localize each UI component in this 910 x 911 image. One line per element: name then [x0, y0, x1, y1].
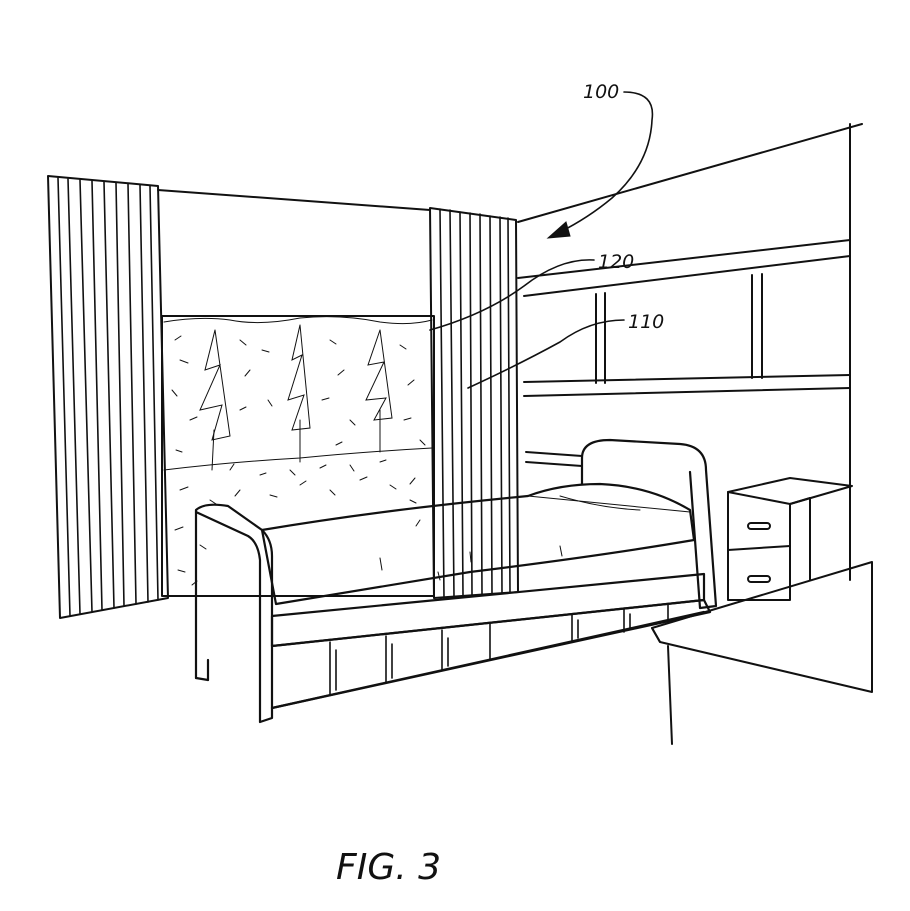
window-frame	[161, 315, 435, 597]
ref-label-120: 120	[598, 251, 634, 273]
ref-120: 120	[429, 251, 634, 331]
bed-drawer-panels	[329, 603, 669, 695]
bed-mattress	[260, 482, 696, 606]
figure-caption: FIG. 3	[336, 847, 441, 888]
tree-3	[199, 329, 231, 471]
nightstand-handle-bottom	[747, 575, 771, 583]
left-curtain	[47, 175, 169, 619]
treeline	[163, 316, 433, 325]
display-panel	[595, 273, 763, 384]
right-curtain	[429, 207, 519, 599]
room-walls	[157, 123, 863, 581]
ref-label-110: 110	[628, 311, 664, 333]
arrowhead-icon	[546, 221, 571, 239]
bed	[194, 438, 718, 724]
ref-100: 100	[546, 81, 654, 239]
bed-footboard	[194, 503, 274, 724]
ground-line	[163, 447, 433, 471]
ref-label-100: 100	[583, 81, 619, 103]
ref-110: 110	[467, 311, 664, 389]
desk	[651, 561, 873, 745]
tree-1	[287, 324, 311, 463]
nightstand-handle-top	[747, 522, 771, 530]
virtual-window	[161, 315, 435, 597]
nightstand	[727, 477, 853, 601]
foliage-texture	[171, 335, 426, 586]
tree-2	[365, 329, 393, 453]
bed-headboard	[580, 438, 718, 610]
bed-frame	[270, 572, 706, 648]
